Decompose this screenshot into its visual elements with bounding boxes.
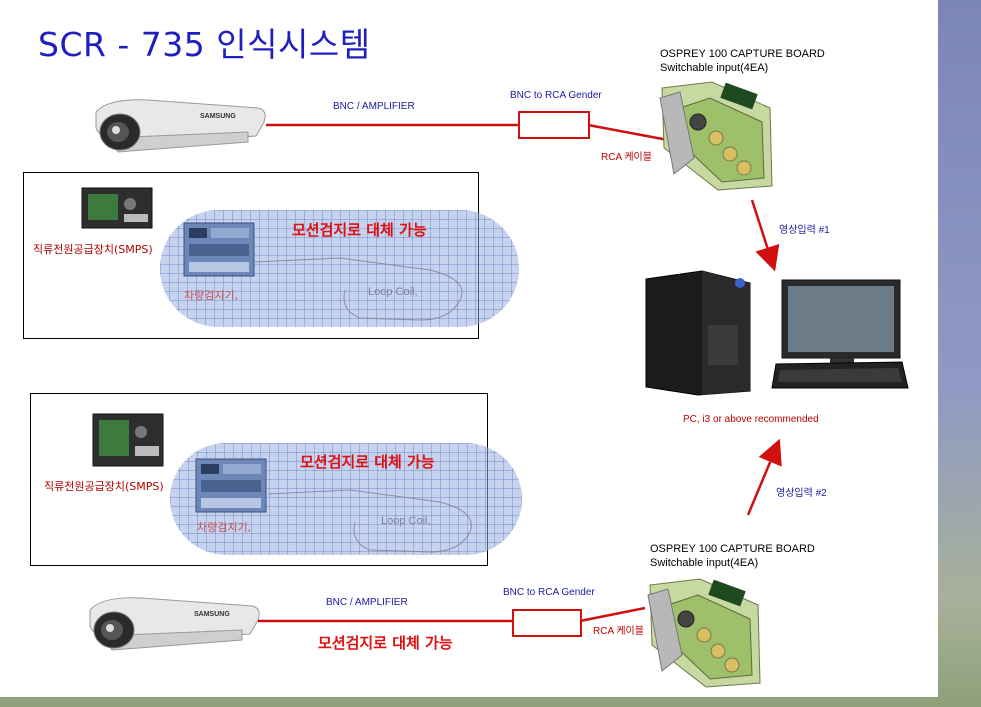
camera-brand-text-2: SAMSUNG xyxy=(194,611,230,618)
bottom-gender-adapter xyxy=(512,609,582,637)
bottom-rca-label: RCA 케이블 xyxy=(593,626,644,637)
vehicle-detector-1-image xyxy=(183,222,255,277)
camera-bottom: SAMSUNG xyxy=(89,597,260,651)
group2-detector-label: 차량검지기, xyxy=(197,521,252,534)
bottom-board-title: OSPREY 100 CAPTURE BOARD Switchable inpu… xyxy=(650,542,815,570)
group2-motion-label: 모션검지로 대체 가능 xyxy=(300,453,435,471)
page-title: SCR - 735 인식시스템 xyxy=(38,25,371,64)
group1-detector-label: 차량검지기, xyxy=(184,289,239,302)
monitor-image xyxy=(771,279,909,389)
top-board-title-text: OSPREY 100 CAPTURE BOARD xyxy=(660,48,825,60)
input-1-label: 영상입력 #1 xyxy=(779,225,830,236)
bottom-board-title-text: OSPREY 100 CAPTURE BOARD xyxy=(650,543,815,555)
top-gender-adapter xyxy=(518,111,590,139)
smps-2-label: 직류전원공급장치(SMPS) xyxy=(44,480,164,493)
smps-1-label: 직류전원공급장치(SMPS) xyxy=(33,243,153,256)
bottom-motion-label: 모션검지로 대체 가능 xyxy=(318,634,453,652)
loop-coil-2-wire xyxy=(267,489,472,553)
top-gender-label: BNC to RCA Gender xyxy=(510,90,602,101)
input-2-label: 영상입력 #2 xyxy=(776,488,827,499)
capture-board-bottom xyxy=(647,578,761,688)
slide-canvas: SCR - 735 인식시스템 SAMSUNG BNC / AMPLIFIER … xyxy=(23,25,909,688)
camera-brand-text: SAMSUNG xyxy=(200,113,236,120)
top-board-title: OSPREY 100 CAPTURE BOARD Switchable inpu… xyxy=(660,47,825,75)
loop-coil-1-wire xyxy=(254,257,463,321)
group1-motion-label: 모션검지로 대체 가능 xyxy=(292,221,427,239)
top-board-sub-text: Switchable input(4EA) xyxy=(660,62,769,74)
bottom-board-sub-text: Switchable input(4EA) xyxy=(650,557,759,569)
vehicle-detector-2-image xyxy=(195,458,267,513)
cable-bottom xyxy=(258,606,646,623)
bottom-gender-label: BNC to RCA Gender xyxy=(503,587,595,598)
arrow-input-1 xyxy=(746,199,782,516)
smps-2-image xyxy=(92,413,164,467)
smps-1-image xyxy=(81,187,153,229)
pc-tower-image xyxy=(645,270,751,396)
camera-top: SAMSUNG xyxy=(95,99,266,153)
capture-board-top xyxy=(659,81,773,191)
pc-label: PC, i3 or above recommended xyxy=(683,414,819,425)
top-cable-label: BNC / AMPLIFIER xyxy=(333,101,415,112)
bottom-cable-label: BNC / AMPLIFIER xyxy=(326,597,408,608)
group1-loop-label: Loop Coil, xyxy=(368,286,418,298)
group2-loop-label: Loop Coil, xyxy=(381,515,431,527)
cable-top xyxy=(266,123,669,142)
top-rca-label: RCA 케이블 xyxy=(601,152,652,163)
